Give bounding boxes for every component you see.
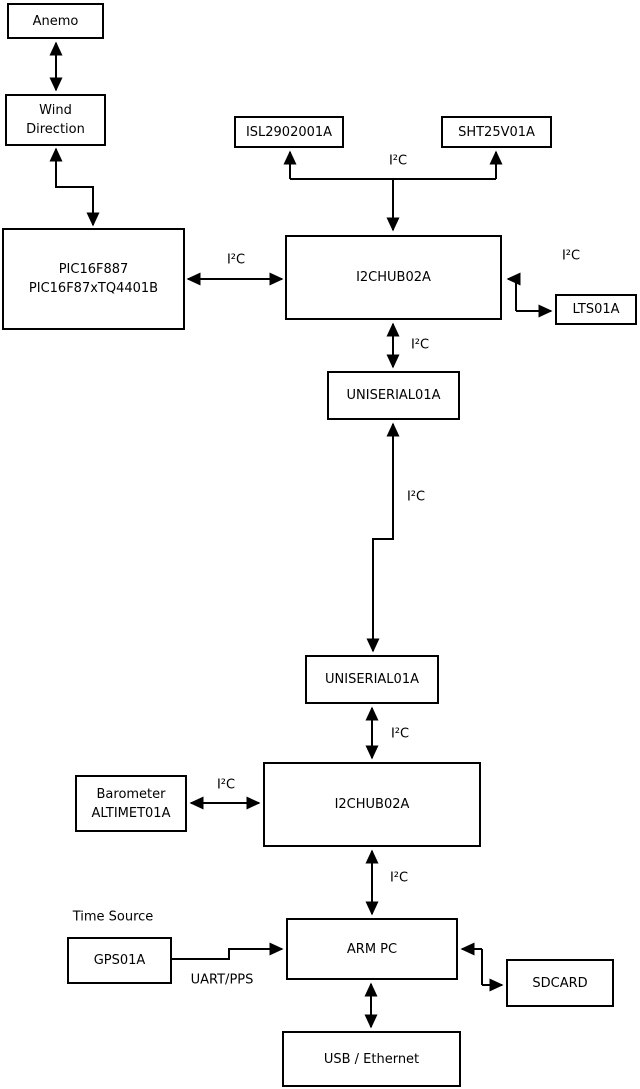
node-label: I2CHUB02A xyxy=(334,797,410,812)
label-uart-pps: UART/PPS xyxy=(190,972,254,988)
node-sdcard: SDCARD xyxy=(506,959,614,1007)
edge-label-i2c-barometer-hub2: I²C xyxy=(216,777,236,793)
node-label: Direction xyxy=(26,122,85,137)
node-label: LTS01A xyxy=(572,302,620,317)
node-i2c-hub-top: I2CHUB02A xyxy=(285,235,502,320)
node-label: GPS01A xyxy=(93,953,146,968)
node-label: UNISERIAL01A xyxy=(346,388,441,403)
connector-uniserial-link xyxy=(372,424,394,635)
node-label: PIC16F87xTQ4401B xyxy=(28,281,159,296)
node-label: ISL2902001A xyxy=(245,124,333,140)
node-barometer: Barometer ALTIMET01A xyxy=(75,775,187,832)
edge-label-i2c-pic-hub: I²C xyxy=(226,252,246,268)
connector-wind-pic-down xyxy=(56,186,100,227)
node-label: Barometer xyxy=(96,786,166,802)
node-label: ARM PC xyxy=(346,941,398,957)
label-time-source: Time Source xyxy=(72,909,154,925)
node-anemo: Anemo xyxy=(7,3,104,39)
node-label: USB / Ethernet xyxy=(323,1051,420,1067)
node-label: ALTIMET01A xyxy=(91,805,171,821)
node-label: PIC16F887 xyxy=(58,262,129,277)
node-sht25v01a: SHT25V01A xyxy=(441,116,552,148)
node-label: SDCARD xyxy=(532,975,588,991)
node-label: UNISERIAL01A xyxy=(325,672,419,687)
node-wind-direction: Wind Direction xyxy=(5,94,106,146)
node-uniserial-top: UNISERIAL01A xyxy=(327,371,460,420)
edge-label-i2c-bus-top: I²C xyxy=(388,153,408,169)
edge-label-i2c-uniserial-hub2: I²C xyxy=(390,726,410,742)
edge-label-i2c-hub2-arm: I²C xyxy=(389,870,409,886)
node-arm-pc: ARM PC xyxy=(286,918,458,980)
connector-wind-pic-up xyxy=(49,147,93,188)
node-label: I2CHUB02A xyxy=(356,270,431,285)
node-uniserial-bottom: UNISERIAL01A xyxy=(305,655,439,704)
node-usb-ethernet: USB / Ethernet xyxy=(282,1031,461,1087)
edge-label-i2c-hub-uniserial: I²C xyxy=(410,337,430,353)
node-lts01a: LTS01A xyxy=(555,294,637,325)
connector-gps-arm xyxy=(172,942,284,960)
edge-label-i2c-uniserial-link: I²C xyxy=(406,489,426,505)
node-label: Wind xyxy=(39,103,72,118)
node-label: SHT25V01A xyxy=(458,124,535,140)
node-gps01a: GPS01A xyxy=(67,937,172,984)
node-isl2902001a: ISL2902001A xyxy=(234,116,344,148)
node-pic16f887: PIC16F887 PIC16F87xTQ4401B xyxy=(2,228,185,330)
node-label: Anemo xyxy=(32,13,79,29)
node-i2c-hub-bottom: I2CHUB02A xyxy=(263,762,481,847)
edge-label-i2c-hub-lts: I²C xyxy=(561,248,581,264)
